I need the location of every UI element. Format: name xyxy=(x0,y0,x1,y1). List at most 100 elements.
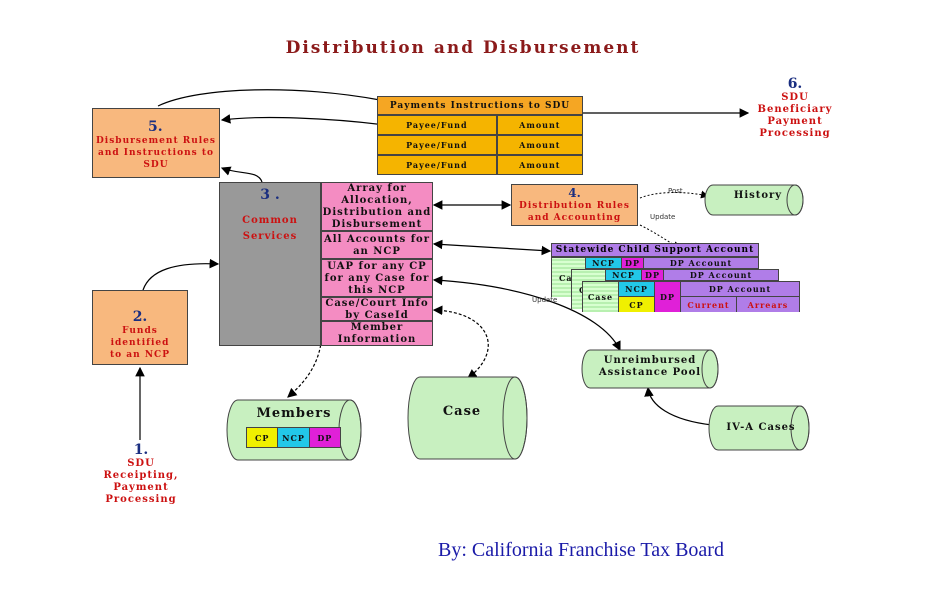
service-line: All Accounts for xyxy=(324,234,430,245)
unreimbursed-label: Unreimbursed Assistance Pool xyxy=(590,355,710,379)
sdu-beneficiary-line: Processing xyxy=(759,128,831,139)
service-line: by CaseId xyxy=(345,310,409,321)
arrow-funds-to-services xyxy=(142,258,220,291)
members-fields: CP NCP DP xyxy=(246,427,341,448)
common-services-line: Services xyxy=(242,231,298,242)
funds-identified-line: Funds identified xyxy=(110,326,170,348)
service-member-info: Member Information xyxy=(321,321,433,346)
common-services-number: 3 . xyxy=(260,187,280,203)
payee-fund-cell: Payee/Fund xyxy=(377,155,497,175)
service-line: UAP for any CP xyxy=(327,261,427,272)
history-cylinder xyxy=(704,184,804,216)
distribution-rules-number: 4. xyxy=(568,186,581,200)
sdu-beneficiary-line: Beneficiary xyxy=(757,104,833,115)
distribution-rules-line: and Accounting xyxy=(527,213,622,223)
account-dp-account-cell: DP Account xyxy=(644,258,758,269)
update-label: Update xyxy=(650,213,676,221)
sdu-receipting-line: Payment xyxy=(113,482,169,493)
account-cp-cell: CP xyxy=(619,297,655,312)
page-title: Distribution and Disbursement xyxy=(285,38,641,58)
unreimbursed-cylinder xyxy=(581,349,719,389)
iva-label: IV-A Cases xyxy=(726,422,796,433)
sdu-receipting-line: SDU xyxy=(127,458,155,469)
history-label: History xyxy=(733,190,783,201)
account-ncp-cell: NCP xyxy=(586,258,622,269)
account-dp-account-cell: DP Account xyxy=(664,270,778,281)
service-line: Array for xyxy=(347,183,407,194)
amount-cell: Amount xyxy=(496,115,583,135)
service-line: Distribution and xyxy=(322,207,432,218)
sdu-beneficiary-line: SDU xyxy=(781,92,809,103)
account-current-cell: Current xyxy=(681,297,737,312)
account-arrears-cell: Arrears xyxy=(737,297,799,312)
service-line: Allocation, xyxy=(341,195,413,206)
distribution-rules-box: 4. Distribution Rules and Accounting xyxy=(511,184,638,226)
sdu-receipting: 1. SDU Receipting, Payment Processing xyxy=(100,442,182,506)
payments-row: Payee/Fund Amount xyxy=(377,115,583,135)
service-line: Member xyxy=(350,322,404,333)
arrow-iva-to-pool xyxy=(644,386,713,426)
sdu-receipting-line: Processing xyxy=(105,494,177,505)
arrow-uap-to-pool xyxy=(432,275,621,352)
service-line: Case/Court Info xyxy=(325,298,429,309)
service-line: Information xyxy=(337,334,417,345)
common-services-box: 3 . Common Services xyxy=(219,182,321,346)
unreimbursed-line: Assistance Pool xyxy=(598,367,702,378)
amount-cell: Amount xyxy=(496,135,583,155)
funds-identified-line: to an NCP xyxy=(110,350,170,360)
service-uap: UAP for any CP for any Case for this NCP xyxy=(321,259,433,297)
disbursement-rules-line: SDU xyxy=(143,160,169,170)
credit-text: By: California Franchise Tax Board xyxy=(438,539,724,561)
members-cp-cell: CP xyxy=(247,428,279,447)
account-card-front: Case NCP CP DP DP Account Current Arrear… xyxy=(582,281,800,312)
common-services-line: Common xyxy=(242,215,298,226)
account-dp-cell: DP xyxy=(642,270,664,281)
case-label: Case xyxy=(442,404,482,419)
statewide-account-header: Statewide Child Support Account xyxy=(551,243,759,257)
service-line: this NCP xyxy=(348,285,406,296)
account-case-cell: Case xyxy=(583,282,619,312)
arrow-case-info-to-case xyxy=(432,305,489,379)
arrow-accounts-to-statewide xyxy=(432,239,552,256)
account-ncp-cell: NCP xyxy=(619,282,655,297)
service-all-accounts: All Accounts for an NCP xyxy=(321,231,433,259)
payments-row: Payee/Fund Amount xyxy=(377,155,583,175)
sdu-receipting-number: 1. xyxy=(133,442,149,458)
service-line: for any Case for xyxy=(324,273,430,284)
sdu-receipting-line: Receipting, xyxy=(103,470,179,481)
disbursement-rules-box: 5. Disbursement Rules and Instructions t… xyxy=(92,108,220,178)
unreimbursed-line: Unreimbursed xyxy=(603,355,697,366)
amount-cell: Amount xyxy=(496,155,583,175)
sdu-beneficiary-number: 6. xyxy=(787,76,803,92)
members-dp-cell: DP xyxy=(309,428,340,447)
sdu-beneficiary: 6. SDU Beneficiary Payment Processing xyxy=(752,76,838,140)
disbursement-rules-number: 5. xyxy=(148,119,163,135)
account-ncp-cell: NCP xyxy=(606,270,642,281)
arrow-disbursement-to-payments xyxy=(157,89,381,107)
payments-instructions-table: Payments Instructions to SDU Payee/Fund … xyxy=(377,96,583,175)
arrow-payments-to-disbursement xyxy=(220,114,386,126)
payments-header: Payments Instructions to SDU xyxy=(377,96,583,115)
members-ncp-cell: NCP xyxy=(278,428,310,447)
members-label: Members xyxy=(256,406,332,421)
arrow-services-to-disbursement xyxy=(220,166,263,183)
service-case-court: Case/Court Info by CaseId xyxy=(321,297,433,321)
payee-fund-cell: Payee/Fund xyxy=(377,115,497,135)
iva-cylinder xyxy=(708,405,810,451)
distribution-rules-line: Distribution Rules xyxy=(519,201,630,211)
payments-row: Payee/Fund Amount xyxy=(377,135,583,155)
case-cylinder xyxy=(407,376,528,460)
funds-identified-box: 2. Funds identified to an NCP xyxy=(92,290,188,365)
account-dp-account-cell: DP Account xyxy=(681,282,799,297)
post-label: Post xyxy=(668,187,683,195)
disbursement-rules-line: and Instructions to xyxy=(97,148,215,158)
sdu-beneficiary-line: Payment xyxy=(767,116,823,127)
service-line: an NCP xyxy=(353,246,401,257)
update-label: Update xyxy=(532,296,558,304)
account-dp-cell: DP xyxy=(622,258,644,269)
payee-fund-cell: Payee/Fund xyxy=(377,135,497,155)
service-line: Disbursement xyxy=(331,219,423,230)
service-array-allocation: Array for Allocation, Distribution and D… xyxy=(321,182,433,231)
arrow-rules-to-account xyxy=(639,224,681,249)
account-dp-cell: DP xyxy=(655,282,681,312)
